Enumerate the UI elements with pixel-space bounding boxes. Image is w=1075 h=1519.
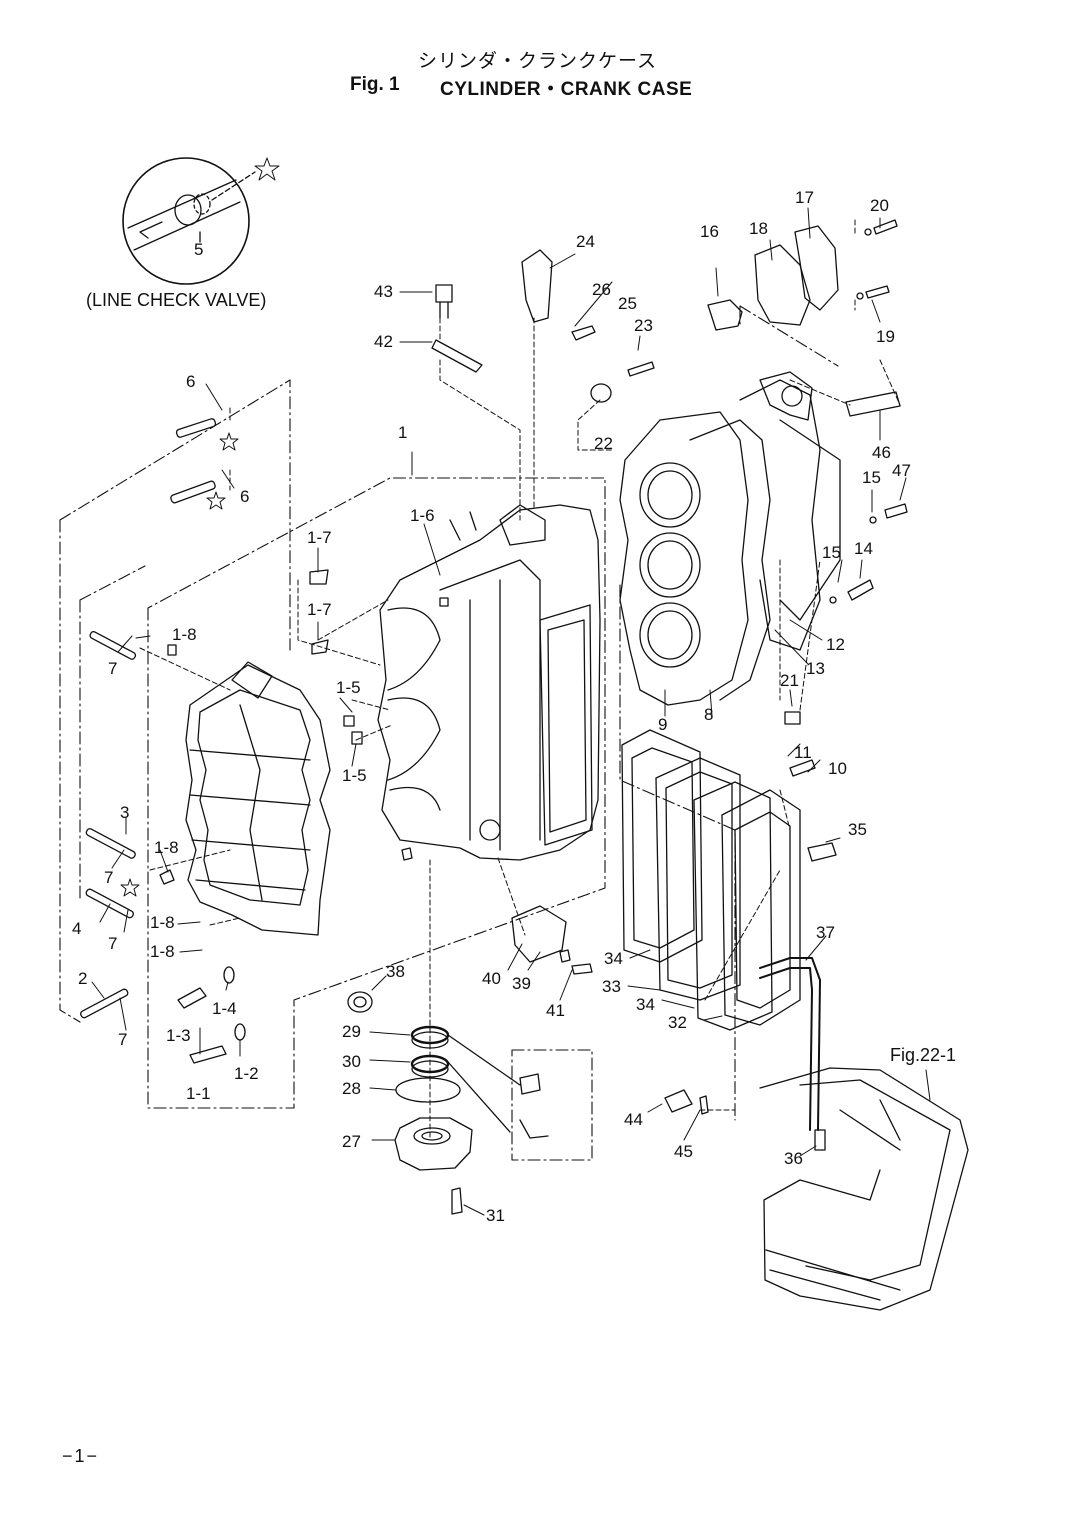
star-icon: [120, 878, 140, 897]
callout-34-lower: 34: [636, 995, 655, 1014]
callout-20: 20: [870, 196, 889, 215]
leader-lines: [139, 219, 901, 1141]
callout-1: 1: [398, 423, 408, 442]
callout-1-8-a: 1-8: [172, 625, 197, 644]
callout-19: 19: [876, 327, 895, 346]
callout-37: 37: [816, 923, 835, 942]
callout-7-b: 7: [104, 868, 114, 887]
callout-1-6: 1-6: [410, 506, 435, 525]
figure-number: Fig. 1: [350, 74, 400, 95]
callout-15-upper: 15: [862, 468, 881, 487]
callout-34-upper: 34: [604, 949, 623, 968]
callout-1-7-lower: 1-7: [307, 600, 332, 619]
callout-21: 21: [780, 671, 799, 690]
callout-45: 45: [674, 1142, 693, 1161]
callout-29: 29: [342, 1022, 361, 1041]
callout-43: 43: [374, 282, 393, 301]
inset-caption: (LINE CHECK VALVE): [86, 290, 267, 310]
callout-1-8-d: 1-8: [150, 942, 175, 961]
callout-18: 18: [749, 219, 768, 238]
callout-24: 24: [576, 232, 595, 251]
callout-9: 9: [658, 715, 668, 734]
callout-13: 13: [806, 659, 825, 678]
callout-2: 2: [78, 969, 88, 988]
callout-12: 12: [826, 635, 845, 654]
callout-23: 23: [634, 316, 653, 335]
callout-17: 17: [795, 188, 814, 207]
assembly-outline-frames: [59, 305, 839, 1161]
callout-1-3: 1-3: [166, 1026, 191, 1045]
bottom-cowling: [759, 1067, 969, 1311]
lower-seals-housing: [347, 991, 549, 1215]
star-icon: [219, 432, 239, 451]
callout-10: 10: [828, 759, 847, 778]
callout-33: 33: [602, 977, 621, 996]
callout-6-upper: 6: [186, 372, 196, 391]
callout-1-7-upper: 1-7: [307, 528, 332, 547]
callout-8: 8: [704, 705, 714, 724]
callout-26: 26: [592, 280, 611, 299]
exhaust-covers: [621, 729, 801, 1031]
callout-7-d: 7: [118, 1030, 128, 1049]
callout-41: 41: [546, 1001, 565, 1020]
callout-11: 11: [794, 743, 812, 762]
dowel-pins: [80, 418, 239, 1019]
page-title-japanese: シリンダ・クランクケース: [417, 50, 658, 72]
fasteners: [159, 249, 908, 1151]
callout-47: 47: [892, 461, 911, 480]
callout-6-lower: 6: [240, 487, 250, 506]
callout-27: 27: [342, 1132, 361, 1151]
callout-ticks: [91, 207, 931, 1216]
callout-1-8-b: 1-8: [154, 838, 179, 857]
callout-42: 42: [374, 332, 393, 351]
callout-39: 39: [512, 974, 531, 993]
callout-36: 36: [784, 1149, 803, 1168]
callout-1-2: 1-2: [234, 1064, 259, 1083]
callout-40: 40: [482, 969, 501, 988]
page-title: CYLINDER・CRANK CASE: [440, 79, 693, 100]
callout-28: 28: [342, 1079, 361, 1098]
callout-1-1: 1-1: [186, 1084, 211, 1103]
callout-35: 35: [848, 820, 867, 839]
callout-16: 16: [700, 222, 719, 241]
inset-part-number: 5: [194, 240, 204, 259]
callout-38: 38: [386, 962, 405, 981]
crankcase: [185, 661, 331, 936]
figure-reference: Fig.22-1: [890, 1045, 957, 1065]
line-check-valve-inset: [122, 157, 280, 285]
callout-31: 31: [486, 1206, 505, 1225]
callout-1-4: 1-4: [212, 999, 237, 1018]
star-icon: [206, 491, 226, 510]
callout-46: 46: [872, 443, 891, 462]
callout-4: 4: [72, 919, 82, 938]
callout-32: 32: [668, 1013, 687, 1032]
cylinder-head-gaskets: [619, 371, 841, 706]
callout-25: 25: [618, 294, 637, 313]
page-number: −1−: [62, 1446, 100, 1466]
star-icon: [254, 157, 280, 181]
callout-14: 14: [854, 539, 873, 558]
callout-7-c: 7: [108, 934, 118, 953]
water-hose: [759, 957, 821, 1131]
cylinder-block: [377, 504, 601, 861]
callout-1-5-upper: 1-5: [336, 678, 361, 697]
callout-7-a: 7: [108, 659, 118, 678]
callout-15-lower: 15: [822, 543, 841, 562]
callout-3: 3: [120, 803, 130, 822]
thermostat-cover: [707, 219, 898, 331]
callout-1-5-lower: 1-5: [342, 766, 367, 785]
callout-22: 22: [594, 434, 613, 453]
callout-30: 30: [342, 1052, 361, 1071]
callout-44: 44: [624, 1110, 643, 1129]
callout-1-8-c: 1-8: [150, 913, 175, 932]
